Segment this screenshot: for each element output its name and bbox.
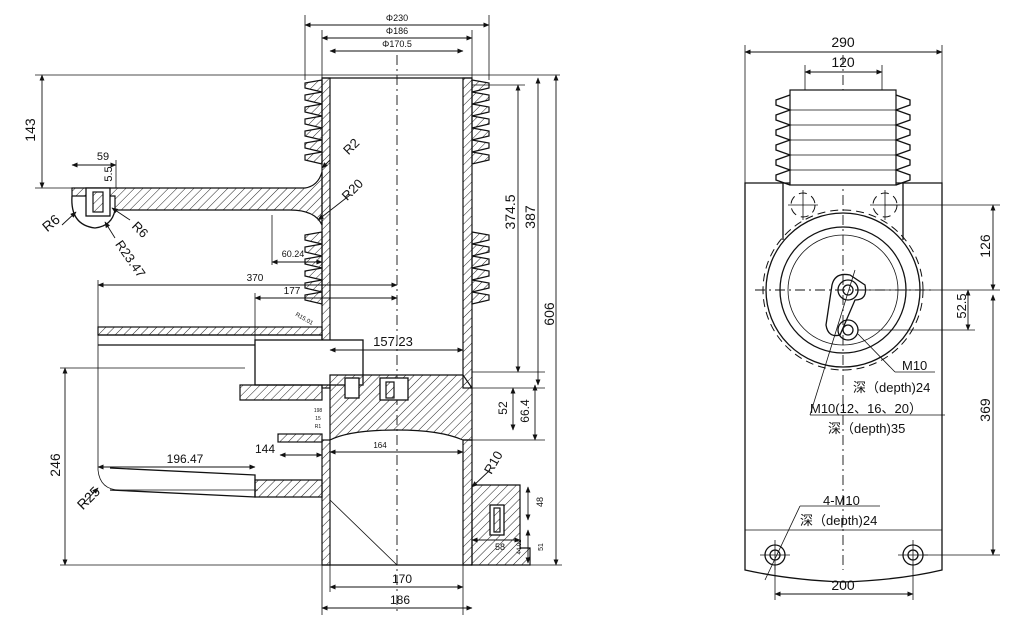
dim-120-label: 120 [831,54,855,70]
dim-51-label: 51 [538,543,545,551]
flange-rounded-end [71,195,116,229]
r20-label: R20 [339,176,366,203]
conductor-stem [239,384,323,401]
dim-126-label: 126 [977,234,993,258]
sheds-right-upper [471,79,490,165]
dim-198-label: 198 [314,408,323,414]
tube-right-wall [462,77,473,389]
dim-290-label: 290 [831,34,855,50]
r25-label: R25 [74,483,104,513]
dim-374-label: 374.5 [502,194,518,229]
dim-144-label: 144 [255,442,275,456]
mounting-flange-arm [71,171,323,226]
m10-multi-label: M10(12、16、20） [810,401,922,416]
dim-59-label: 59 [97,151,109,163]
dim-387-label: 387 [522,205,538,229]
front-upper-bolt-left [788,190,818,220]
m10-label: M10 [902,358,927,373]
dim-170-label: 170 [392,572,412,586]
terminal-paddle [825,273,867,337]
sheds-left-lower [304,231,323,305]
m10-multi-leader [809,269,856,416]
m10-leader [857,333,896,373]
dim-15-label: 15 [315,416,321,422]
m10x4-label: 4-M10 [823,493,860,508]
sheds-left-upper [304,79,323,165]
lower-arm [109,467,256,498]
front-lower-bolt-left [760,540,790,570]
dim-58-label: 58 [495,542,505,552]
r23-leader [104,221,116,239]
lower-right-wall [462,439,473,566]
front-sheds [775,89,911,186]
lower-left-wall [321,439,331,566]
r6-right-leader [111,207,131,221]
dim-370-label: 370 [247,273,264,284]
dim-164-label: 164 [373,441,387,450]
base-insert-left [344,377,360,399]
m10-depth-label: 深（depth)24 [853,380,930,395]
dim-196-label: 196.47 [167,452,204,466]
dim-246-label: 246 [47,453,63,477]
taper-line [329,499,398,566]
r6-left-label: R6 [39,211,63,235]
r10-leader [471,469,491,488]
lower-conductor-stem [254,479,323,498]
base-insert-center-bolt [385,381,395,399]
dim-230-label: Φ230 [386,13,408,23]
front-view: 290 120 126 52.5 369 200 M10 深（depth)24 … [744,34,1000,600]
side-section-view: Φ230 Φ186 Φ170.5 143 59 5.5 R2 R20 R6 R6… [22,13,562,615]
dim-606-label: 606 [541,302,557,326]
dim-170-5-label: Φ170.5 [382,39,412,49]
dim-177-label: 177 [284,286,301,297]
upper-plate-hatch [97,326,323,336]
r2-label: R2 [340,135,362,157]
r25-leader [81,487,99,506]
r20-leader [317,194,351,221]
lower-fin [277,433,323,443]
dim-5-label: 5.5 [103,166,115,181]
front-body-outline [744,182,943,583]
foot-insert-bolt [493,507,501,533]
dim-44-label: 44.01 [517,539,523,555]
r6-left-leader [61,211,77,226]
r2-leader [321,159,331,169]
r1-label: R1 [315,424,322,430]
dim-60-label: 60.24 [282,249,305,259]
dim-186-label: Φ186 [386,26,408,36]
terminal-upper-hole [837,279,859,301]
dim-200-label: 200 [831,577,855,593]
m10x4-leader [764,505,801,581]
dim-66-label: 66.4 [518,399,532,423]
r23-label: R23.47 [112,237,148,280]
dim-369-label: 369 [977,398,993,422]
terminal-lower-hole [837,319,859,341]
terminal-lower-hole-inner [842,324,854,336]
r10-label: R10 [481,448,506,476]
dim-186-bottom-label: 186 [390,593,410,607]
dim-157-label: 157.23 [373,334,413,349]
dim-143-label: 143 [22,118,38,142]
terminal-upper-hole-inner [842,284,854,296]
r6-right-label: R6 [129,218,151,240]
dim-52-5-label: 52.5 [954,293,969,318]
m10-multi-depth-label: 深（depth)35 [828,421,905,436]
sheds-right-lower [471,231,490,305]
r15-label: R15.01 [294,312,314,327]
flange-bolt [92,191,104,213]
dim-48-label: 48 [535,497,545,507]
dim-52-label: 52 [496,401,510,415]
m10x4-depth-label: 深（depth)24 [800,513,877,528]
